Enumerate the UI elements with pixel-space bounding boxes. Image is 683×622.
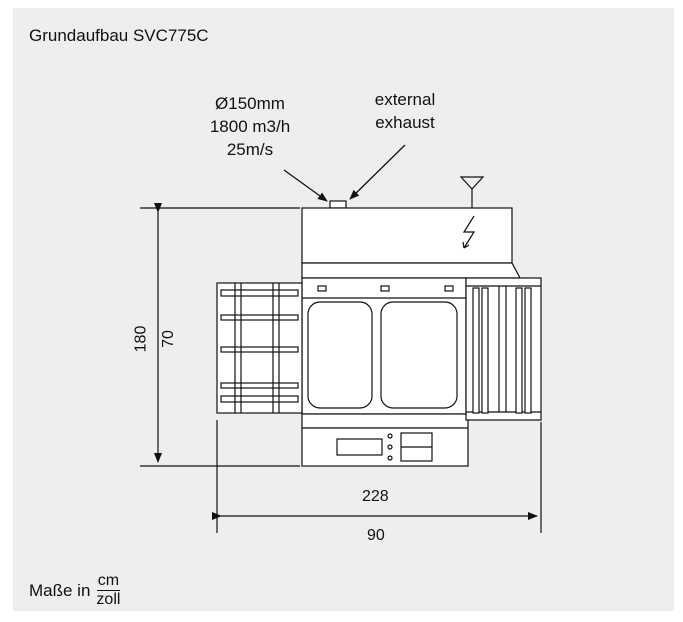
hood-transition: [301, 262, 521, 279]
width-in-label: 90: [367, 527, 385, 544]
top-hood: [301, 207, 513, 264]
left-feeder-unit: [216, 282, 303, 414]
lightning-icon: [462, 215, 476, 249]
units-numerator: cm: [96, 572, 121, 591]
airflow-speed-label: 25m/s: [226, 140, 274, 159]
units-label: Maße in: [29, 580, 91, 600]
control-panel: [301, 427, 469, 467]
diagram-title: Grundaufbau SVC775C: [29, 26, 209, 45]
machine-body: [301, 207, 521, 467]
duct-diameter-label: Ø150mm: [215, 94, 285, 113]
window-left: [307, 301, 373, 409]
airflow-spec: Ø150mm 1800 m3/h 25m/s: [190, 92, 310, 161]
airflow-volume-label: 1800 m3/h: [209, 117, 291, 136]
airflow-leader-arrow: [283, 169, 328, 202]
height-cm-label: 180: [132, 325, 150, 353]
window-right: [380, 301, 458, 409]
height-dimension: [140, 203, 300, 467]
right-feeder-unit: [465, 277, 542, 421]
height-in-label: 70: [159, 330, 177, 348]
display-panel: [336, 438, 383, 456]
width-cm-label: 228: [362, 488, 389, 505]
units-fraction: cm zoll: [96, 572, 120, 609]
width-dimension: [212, 420, 542, 533]
units-denominator: zoll: [96, 591, 121, 608]
leader-lines: [283, 144, 406, 202]
units-note: Maße in cm zoll: [29, 572, 120, 609]
exhaust-leader-arrow: [349, 144, 406, 200]
exhaust-note: external exhaust: [350, 88, 460, 134]
exhaust-label-line1: external: [374, 90, 436, 109]
exhaust-label-line2: exhaust: [375, 113, 435, 132]
exhaust-stub-icon: [329, 200, 347, 209]
antenna-icon: [459, 176, 485, 208]
